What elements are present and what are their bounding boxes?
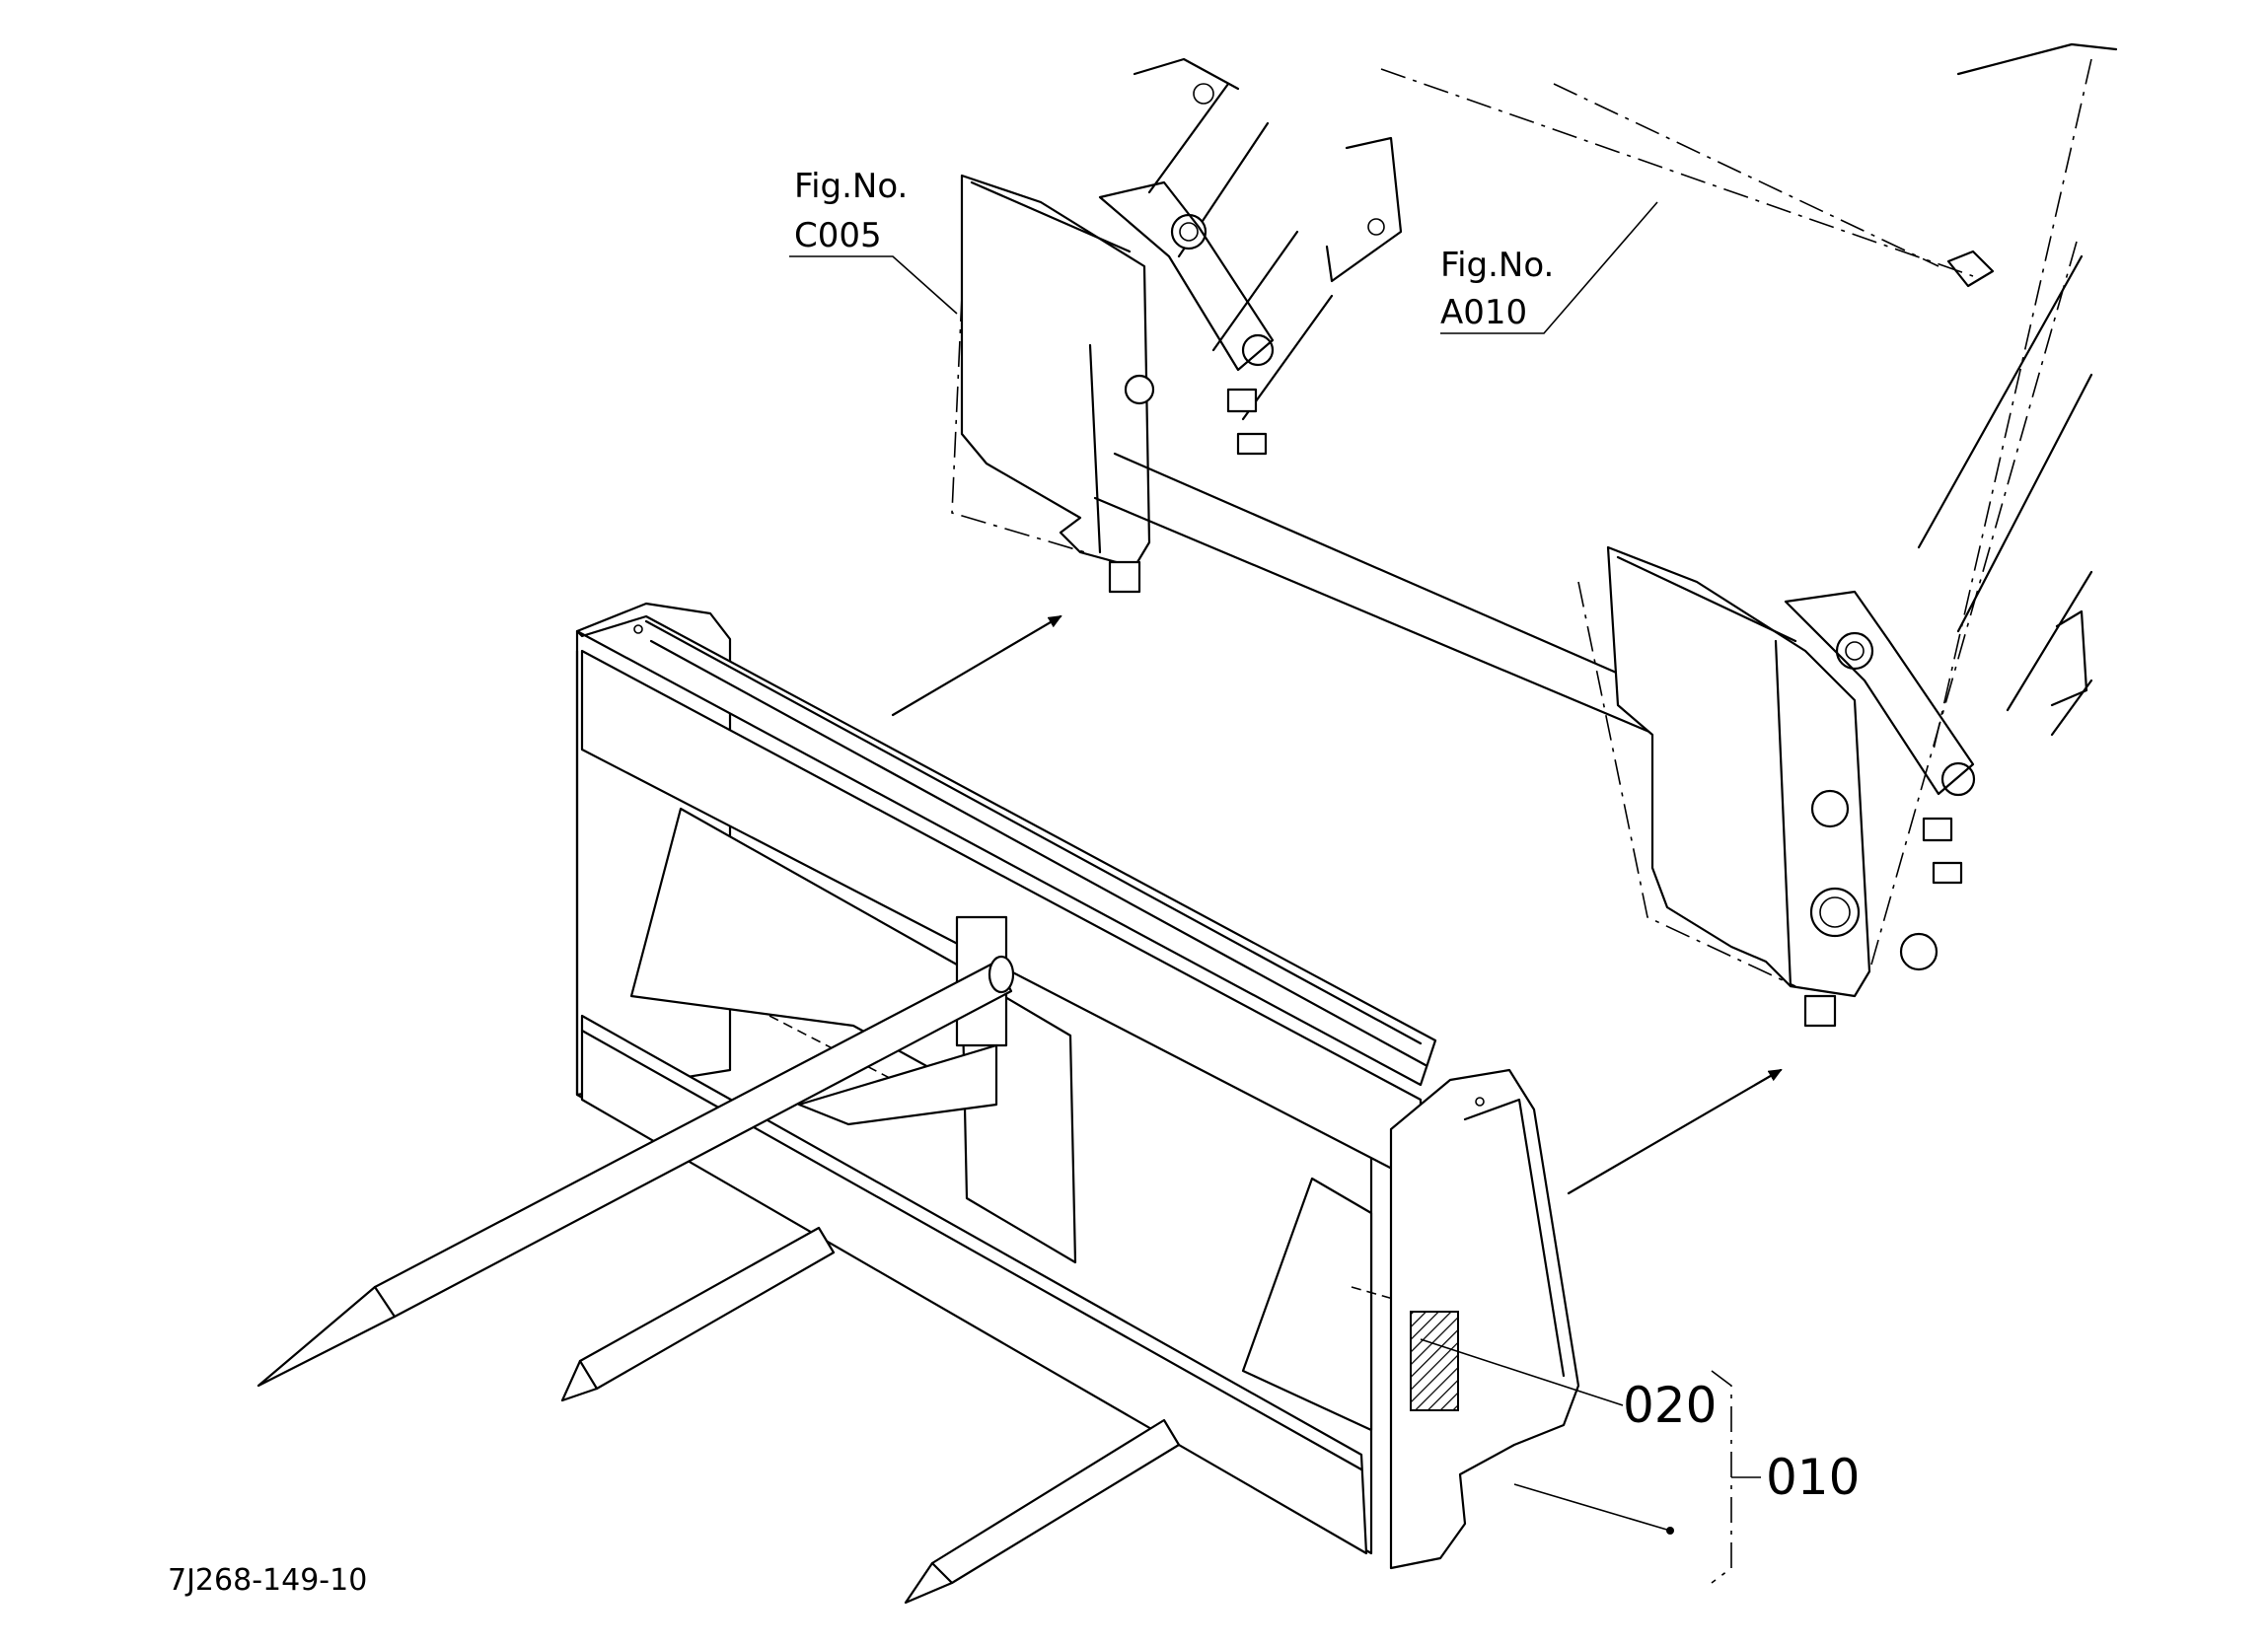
part-number-020: 020 bbox=[1623, 1377, 1717, 1434]
fig-a010-label-line1: Fig.No. bbox=[1440, 246, 1554, 285]
loader-frame-outline bbox=[960, 42, 2118, 1028]
arrow-to-c005 bbox=[891, 614, 1062, 717]
part-number-010: 010 bbox=[1766, 1449, 1860, 1506]
bale-spears bbox=[256, 955, 1181, 1605]
drawing-number: 7J268-149-10 bbox=[168, 1563, 367, 1598]
arrow-to-a010 bbox=[1567, 1068, 1783, 1195]
fig-c005-label-line1: Fig.No. bbox=[794, 167, 908, 206]
fig-c005-label-line2: C005 bbox=[794, 216, 882, 255]
fig-a010-label-line2: A010 bbox=[1440, 293, 1527, 332]
bale-spear-frame bbox=[575, 602, 1580, 1570]
pivot-pin-upper-left bbox=[1170, 213, 1207, 250]
phantom-lines bbox=[951, 58, 2092, 987]
warning-decal bbox=[1410, 1311, 1459, 1411]
pivot-pin-mid-left bbox=[1241, 333, 1275, 367]
pivot-pin-low-right bbox=[1810, 789, 1850, 828]
pivot-pin-upper-right bbox=[1835, 631, 1874, 671]
leader-lines bbox=[789, 201, 1761, 1584]
pivot-pin-low-left bbox=[1124, 374, 1155, 405]
